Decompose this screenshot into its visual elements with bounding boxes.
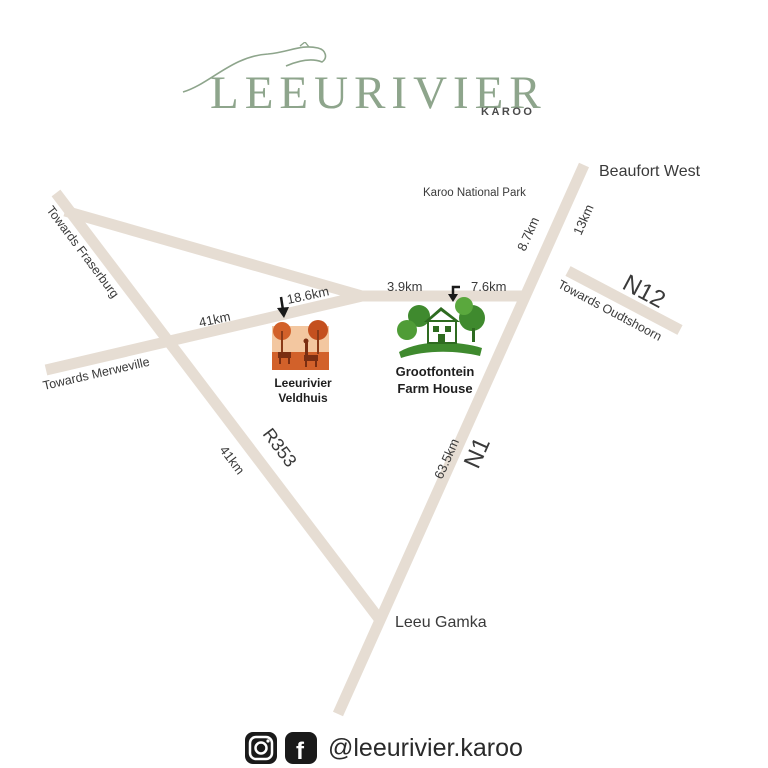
veldhuis-logo-icon bbox=[272, 320, 329, 370]
veldhuis-label-line2: Veldhuis bbox=[278, 391, 328, 405]
social-footer: f @leeurivier.karoo bbox=[244, 728, 523, 768]
grootfontein-arrow-icon bbox=[448, 285, 460, 302]
road-n12 bbox=[565, 266, 683, 335]
social-handle[interactable]: @leeurivier.karoo bbox=[328, 733, 523, 762]
svg-text:f: f bbox=[296, 738, 305, 765]
leopard-logo-icon bbox=[182, 42, 327, 93]
veldhuis-label: Leeurivier Veldhuis bbox=[258, 376, 348, 406]
town-beaufort-west: Beaufort West bbox=[599, 163, 701, 180]
road-merweville bbox=[44, 290, 364, 376]
road-n1 bbox=[332, 162, 590, 717]
road-karoo-park bbox=[63, 205, 364, 302]
brand-subtitle: KAROO bbox=[481, 106, 535, 118]
distance-13km: 13km bbox=[570, 202, 597, 237]
road-fraserburg bbox=[51, 189, 385, 624]
facebook-icon[interactable]: f bbox=[284, 731, 318, 765]
farm-house-icon bbox=[397, 297, 485, 358]
veldhuis-label-line1: Leeurivier bbox=[274, 376, 332, 390]
grootfontein-label-line2: Farm House bbox=[397, 381, 473, 396]
grootfontein-label-line1: Grootfontein bbox=[395, 364, 475, 379]
karoo-national-park-label: Karoo National Park bbox=[423, 187, 526, 199]
veldhuis-arrow-icon bbox=[277, 296, 289, 318]
distance-8-7km: 8.7km bbox=[514, 215, 542, 253]
grootfontein-label: Grootfontein Farm House bbox=[380, 363, 490, 397]
distance-3-9km: 3.9km bbox=[387, 279, 422, 294]
town-leeu-gamka: Leeu Gamka bbox=[395, 614, 487, 631]
brand-header: LEEURIVIER KAROO bbox=[0, 42, 768, 132]
instagram-icon[interactable] bbox=[244, 731, 278, 765]
distance-41km-merweville: 41km bbox=[198, 309, 232, 330]
distance-7-6km: 7.6km bbox=[471, 279, 506, 294]
brand-name: LEEURIVIER bbox=[210, 67, 547, 119]
